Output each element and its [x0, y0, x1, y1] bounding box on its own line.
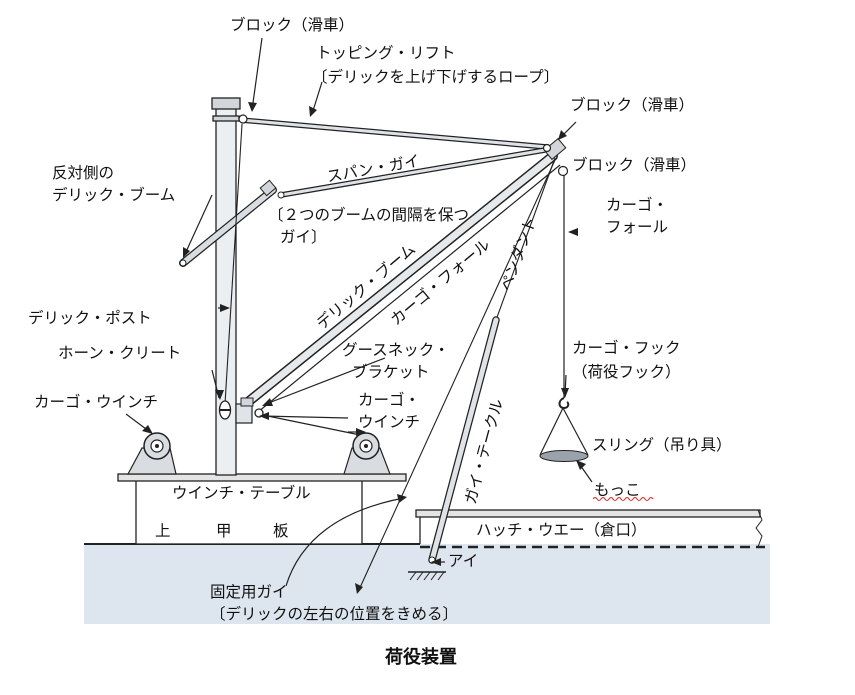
label-topping-lift-desc: 〔デリックを上げ下げするロープ〕 [312, 67, 559, 86]
label-cargo-winch-mid-1: カーゴ・ [358, 390, 420, 409]
label-cargo-winch-left: カーゴ・ウインチ [34, 392, 158, 411]
diagram-caption: 荷役装置 [385, 646, 457, 668]
label-span-guy-desc-1: 〔２つのブームの間隔を保つ [268, 205, 469, 224]
cargo-fall-on-boom [257, 164, 561, 413]
cargo-hook [558, 397, 570, 410]
block-top-pulley [238, 114, 248, 124]
sling [539, 407, 589, 462]
post-cap [211, 97, 241, 110]
label-span-guy-desc-2: ガイ〕 [280, 228, 327, 246]
label-cargo-hook-2: （荷役フック） [572, 363, 681, 381]
label-topping-lift: トッピング・リフト [316, 44, 456, 62]
label-winch-table: ウインチ・テーブル [172, 483, 311, 502]
span-guy-line [280, 147, 546, 198]
topping-lift-line [240, 117, 548, 150]
opposite-derrick-boom [179, 179, 277, 267]
label-upper-deck-1: 上 [155, 522, 171, 540]
label-mokko: もっこ [594, 481, 641, 499]
ground-hatch [408, 571, 446, 581]
upper-deck-block [135, 479, 363, 545]
mokko-underline [592, 497, 654, 501]
label-horn-cleat: ホーン・クリート [58, 344, 181, 362]
label-sling: スリング（吊り具） [592, 436, 732, 454]
label-upper-deck-2: 甲 [216, 522, 232, 540]
label-hatchway: ハッチ・ウエー（倉口） [476, 521, 647, 539]
fixed-guy-line [357, 159, 556, 593]
label-cargo-winch-mid-2: ウインチ [358, 413, 420, 431]
label-cargo-hook-1: カーゴ・フック [572, 338, 681, 357]
label-block-right: ブロック（滑車） [570, 95, 694, 114]
label-derrick-post: デリック・ポスト [28, 308, 152, 327]
label-fixed-guy-desc: 〔デリックの左右の位置をきめる〕 [210, 604, 458, 623]
label-gooseneck-1: グースネック・ [342, 341, 449, 359]
guy-tackle [428, 316, 500, 564]
hatch-break-mark [755, 509, 763, 548]
gooseneck-bracket [235, 397, 264, 424]
label-cargo-fall-2: フォール [606, 218, 668, 236]
cargo-winch-mid [343, 432, 391, 475]
label-opposite-boom-1: 反対側の [52, 164, 114, 182]
cargo-winch-left [126, 432, 177, 475]
arrow-heads [142, 102, 586, 594]
label-pendant: ペンダント [497, 214, 540, 293]
boom-head-fitting [543, 137, 567, 161]
label-cargo-fall-1: カーゴ・ [606, 195, 668, 214]
pendant-line [495, 157, 556, 321]
derrick-post [215, 107, 237, 476]
label-eye: アイ [448, 552, 478, 570]
label-opposite-boom-2: デリック・ブーム [52, 185, 175, 204]
label-upper-deck-3: 板 [273, 522, 289, 540]
block-right2-pulley [557, 165, 569, 177]
winch-table [117, 473, 407, 482]
derrick-boom [243, 151, 558, 407]
horn-cleat [218, 400, 232, 420]
label-gooseneck-2: ブラケット [352, 362, 430, 381]
hatchway-coaming [415, 509, 761, 518]
label-block-top: ブロック（滑車） [230, 15, 354, 34]
block-right-pulley [542, 143, 552, 153]
water-area [84, 544, 770, 624]
label-fixed-guy: 固定用ガイ [210, 583, 288, 601]
label-block-right2: ブロック（滑車） [572, 155, 696, 174]
